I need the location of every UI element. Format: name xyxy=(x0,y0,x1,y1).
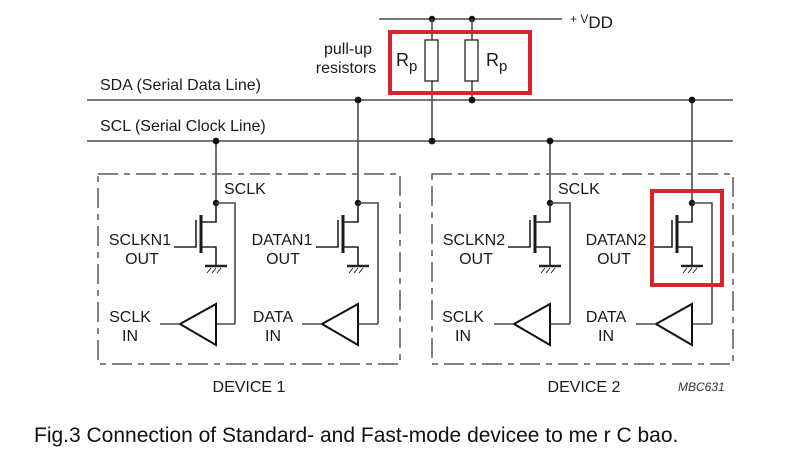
sda-label: SDA (Serial Data Line) xyxy=(100,77,261,94)
buffer-data-in xyxy=(653,302,693,347)
highlight-box-pullups xyxy=(388,30,532,95)
pullup-label-line2: resistors xyxy=(316,60,376,77)
resistor-scl xyxy=(424,39,439,82)
ground-icon xyxy=(205,264,227,274)
data-in-label-1: DATA xyxy=(253,309,294,326)
resistor-label-2: Rp xyxy=(486,50,507,75)
sclk-node-label: SCLK xyxy=(558,181,600,198)
junction-dot xyxy=(428,137,436,145)
sclk-in-label-1: SCLK xyxy=(109,309,151,326)
data-in-label-2: IN xyxy=(265,328,281,345)
sclk-node-label: SCLK xyxy=(224,181,266,198)
sclkn2-out-label-1: SCLKN2 xyxy=(443,232,505,249)
junction-dot xyxy=(546,137,554,145)
junction-dot xyxy=(468,96,476,104)
device-1-title: DEVICE 1 xyxy=(213,379,286,396)
device-2: SCLK SCLKN2 OUT xyxy=(431,173,734,396)
transistor-datan2 xyxy=(650,199,713,324)
device-2-boundary xyxy=(431,173,734,365)
buffer-sclk-in xyxy=(177,302,217,347)
sclk-in-label-1: SCLK xyxy=(442,309,484,326)
datan2-out-label-1: DATAN2 xyxy=(586,232,647,249)
junction-dot xyxy=(688,96,696,104)
datan1-out-label-1: DATAN1 xyxy=(252,232,313,249)
sclkn1-out-label-1: SCLKN1 xyxy=(109,232,171,249)
vdd-label: + VDD xyxy=(570,12,613,32)
ground-icon xyxy=(347,264,369,274)
datan2-out-label-2: OUT xyxy=(597,251,631,268)
ground-icon xyxy=(681,264,703,274)
junction-dot xyxy=(354,96,362,104)
sclk-in-label-2: IN xyxy=(455,328,471,345)
sclkn2-out-label-2: OUT xyxy=(459,251,493,268)
buffer-sclk-in xyxy=(511,302,551,347)
sclkn1-out-label-2: OUT xyxy=(125,251,159,268)
highlight-box-datan2 xyxy=(650,189,724,287)
figure-caption: Fig.3 Connection of Standard- and Fast-m… xyxy=(34,424,678,447)
device-1: SCLK SCLKN1 OUT xyxy=(97,173,401,396)
figure-ref-code: MBC631 xyxy=(678,380,725,394)
sclk-in-label-2: IN xyxy=(122,328,138,345)
resistor-label-1: Rp xyxy=(396,50,417,75)
buffer-data-in xyxy=(319,302,359,347)
junction-dot xyxy=(212,137,220,145)
transistor-datan1 xyxy=(316,199,379,324)
pullup-label-line1: pull-up xyxy=(324,41,372,58)
transistor-sclkn1 xyxy=(174,199,236,324)
device-1-boundary xyxy=(97,173,401,365)
ground-icon xyxy=(539,264,561,274)
device-2-title: DEVICE 2 xyxy=(548,379,621,396)
datan1-out-label-2: OUT xyxy=(266,251,300,268)
transistor-sclkn2 xyxy=(508,199,571,324)
data-in-label-2: IN xyxy=(598,328,614,345)
scl-label: SCL (Serial Clock Line) xyxy=(100,118,266,135)
data-in-label-1: DATA xyxy=(586,309,627,326)
resistor-sda xyxy=(464,39,479,82)
